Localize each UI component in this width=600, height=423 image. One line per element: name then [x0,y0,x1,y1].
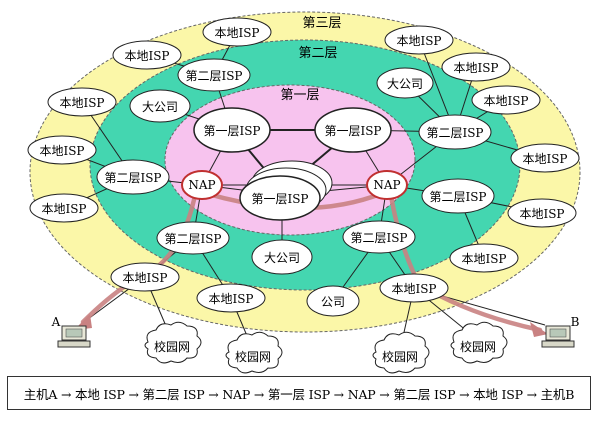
nap-right-node: NAP [366,170,408,200]
local-isp-label-13: 本地ISP [122,271,167,285]
local-isp-label-4: 本地ISP [39,144,84,158]
local-isp-label-10: 本地ISP [519,207,564,221]
local-isp-label-6: 本地ISP [396,34,441,48]
tier2-top-left-node: 第二层ISP [177,58,251,92]
local-isp-label-8: 本地ISP [483,94,528,108]
tier1-left-label: 第一层ISP [203,124,260,138]
tier2-left-label: 第二层ISP [104,171,161,185]
big-company-top-left-label: 大公司 [142,100,178,114]
local-isp-nodes [27,17,580,313]
big-company-bottom-label: 大公司 [264,251,300,265]
tier2-top-right-label: 第二层ISP [426,126,483,140]
host-b-computer-icon [541,325,575,348]
local-isp-label-12: 本地ISP [391,282,436,296]
zone-label-tier1: 第一层 [280,88,319,103]
path-arrowhead-b [530,322,548,337]
host-b-label: B [571,315,580,329]
local-isp-label-3: 本地ISP [59,96,104,110]
local-isp-label-2: 本地ISP [214,26,259,40]
campus-label-4: 校园网 [460,339,496,354]
campus-cloud-1 [144,321,202,364]
tier2-top-left-label: 第二层ISP [185,69,242,83]
tier2-right-node: 第二层ISP [421,178,495,214]
campus-cloud-3 [372,331,430,374]
local-isp-label-5: 本地ISP [41,202,86,216]
zone-label-tier2: 第二层 [298,46,337,61]
tier2-bottom-right-label: 第二层ISP [350,231,407,245]
campus-label-1: 校园网 [154,339,190,354]
local-isp-label-14: 本地ISP [208,292,253,306]
tier2-bottom-left-label: 第二层ISP [164,232,221,246]
local-isp-label-11: 本地ISP [461,252,506,266]
campus-label-3: 校园网 [382,349,418,364]
tier2-top-right-node: 第二层ISP [418,114,492,150]
path-caption-box: 主机A → 本地 ISP → 第二层 ISP → NAP → 第一层 ISP →… [7,376,591,410]
path-caption: 主机A → 本地 ISP → 第二层 ISP → NAP → 第一层 ISP →… [23,386,575,402]
tier1-center-label: 第一层ISP [251,192,308,206]
zone-label-tier3: 第三层 [302,16,341,31]
nap-left-node: NAP [181,170,223,200]
nap-left-label: NAP [188,178,215,192]
tier1-right-node: 第一层ISP [314,107,392,153]
tier1-right-label: 第一层ISP [324,124,381,138]
host-a-label: A [51,315,61,329]
tier2-bottom-left-node: 第二层ISP [156,221,230,255]
campus-label-2: 校园网 [235,349,271,364]
local-isp-label-1: 本地ISP [124,49,169,63]
big-company-bottom: 大公司 [251,239,313,275]
nap-right-label: NAP [373,178,400,192]
campus-cloud-4 [450,321,508,364]
tier1-center-node: 第一层ISP [239,160,333,221]
local-isp-label-7: 本地ISP [453,61,498,75]
big-company-top-left: 大公司 [129,89,191,123]
tier2-left-node: 第二层ISP [96,159,170,195]
big-company-top-right: 大公司 [376,67,434,99]
big-company-top-right-label: 大公司 [387,77,423,91]
company-bottom-label: 公司 [321,295,345,309]
campus-cloud-2 [225,331,283,374]
local-isp-label-9: 本地ISP [522,152,567,166]
tier1-left-node: 第一层ISP [193,107,271,153]
tier2-bottom-right-node: 第二层ISP [342,220,416,254]
company-bottom: 公司 [306,285,360,317]
tier2-right-label: 第二层ISP [429,190,486,204]
host-a-computer-icon [57,325,91,348]
